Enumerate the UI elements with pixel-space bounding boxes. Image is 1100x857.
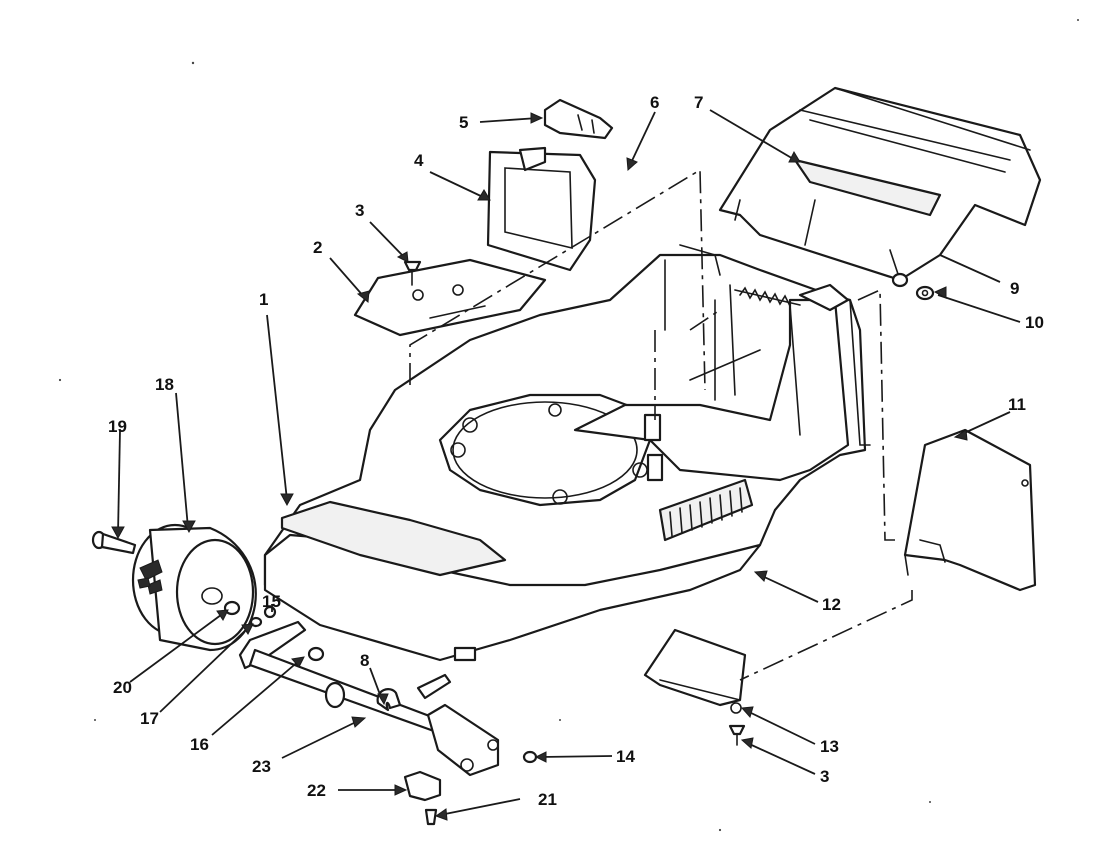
callout-9: 9 bbox=[1010, 279, 1019, 298]
part-22-clamp bbox=[403, 770, 442, 802]
part-5-knob bbox=[543, 98, 614, 140]
part-3-screw-bottom bbox=[728, 724, 746, 746]
assembly-lines bbox=[409, 168, 913, 681]
part-21-screw bbox=[424, 808, 438, 826]
callout-8: 8 bbox=[360, 651, 369, 670]
part-3-screw-top bbox=[403, 260, 422, 286]
callout-15: 15 bbox=[262, 592, 281, 611]
callout-1: 1 bbox=[259, 290, 268, 309]
part-13-lower-bracket bbox=[643, 628, 747, 714]
part-20-spacer bbox=[223, 600, 241, 616]
callout-2: 2 bbox=[313, 238, 322, 257]
callout-labels: 1 2 3 4 5 6 7 8 9 10 11 12 13 3 14 15 16… bbox=[108, 93, 1044, 809]
part-19-bolt bbox=[91, 530, 137, 555]
callout-11: 11 bbox=[1008, 395, 1026, 414]
part-11-rear-flap bbox=[903, 428, 1037, 592]
callout-7: 7 bbox=[694, 93, 703, 112]
callout-5: 5 bbox=[459, 113, 468, 132]
callout-6: 6 bbox=[650, 93, 659, 112]
callout-3-bottom: 3 bbox=[820, 767, 829, 786]
callout-4: 4 bbox=[414, 151, 424, 170]
part-10-nut bbox=[915, 285, 935, 301]
callout-14: 14 bbox=[616, 747, 635, 766]
part-7-catcher-cover bbox=[718, 86, 1042, 282]
part-18-wheel bbox=[131, 523, 257, 652]
arrowheads bbox=[111, 112, 968, 821]
callout-3-top: 3 bbox=[355, 201, 364, 220]
part-23-axle-rod bbox=[248, 648, 500, 777]
callout-10: 10 bbox=[1025, 313, 1044, 332]
callout-16: 16 bbox=[190, 735, 209, 754]
callout-21: 21 bbox=[538, 790, 557, 809]
part-2-cover-plate bbox=[353, 258, 547, 337]
callout-13: 13 bbox=[820, 737, 839, 756]
callout-22: 22 bbox=[307, 781, 326, 800]
part-4-bracket-frame bbox=[486, 146, 597, 272]
scan-specks bbox=[58, 19, 1079, 832]
callout-23: 23 bbox=[252, 757, 271, 776]
callout-20: 20 bbox=[113, 678, 132, 697]
part-1-mower-deck bbox=[263, 244, 871, 662]
callout-19: 19 bbox=[108, 417, 127, 436]
callout-18: 18 bbox=[155, 375, 174, 394]
part-8-clip bbox=[376, 673, 452, 712]
callout-12: 12 bbox=[822, 595, 841, 614]
leader-lines bbox=[117, 109, 1021, 816]
callout-17: 17 bbox=[140, 709, 159, 728]
part-14-nut bbox=[522, 750, 538, 764]
part-9-hinge-screw bbox=[891, 272, 909, 288]
